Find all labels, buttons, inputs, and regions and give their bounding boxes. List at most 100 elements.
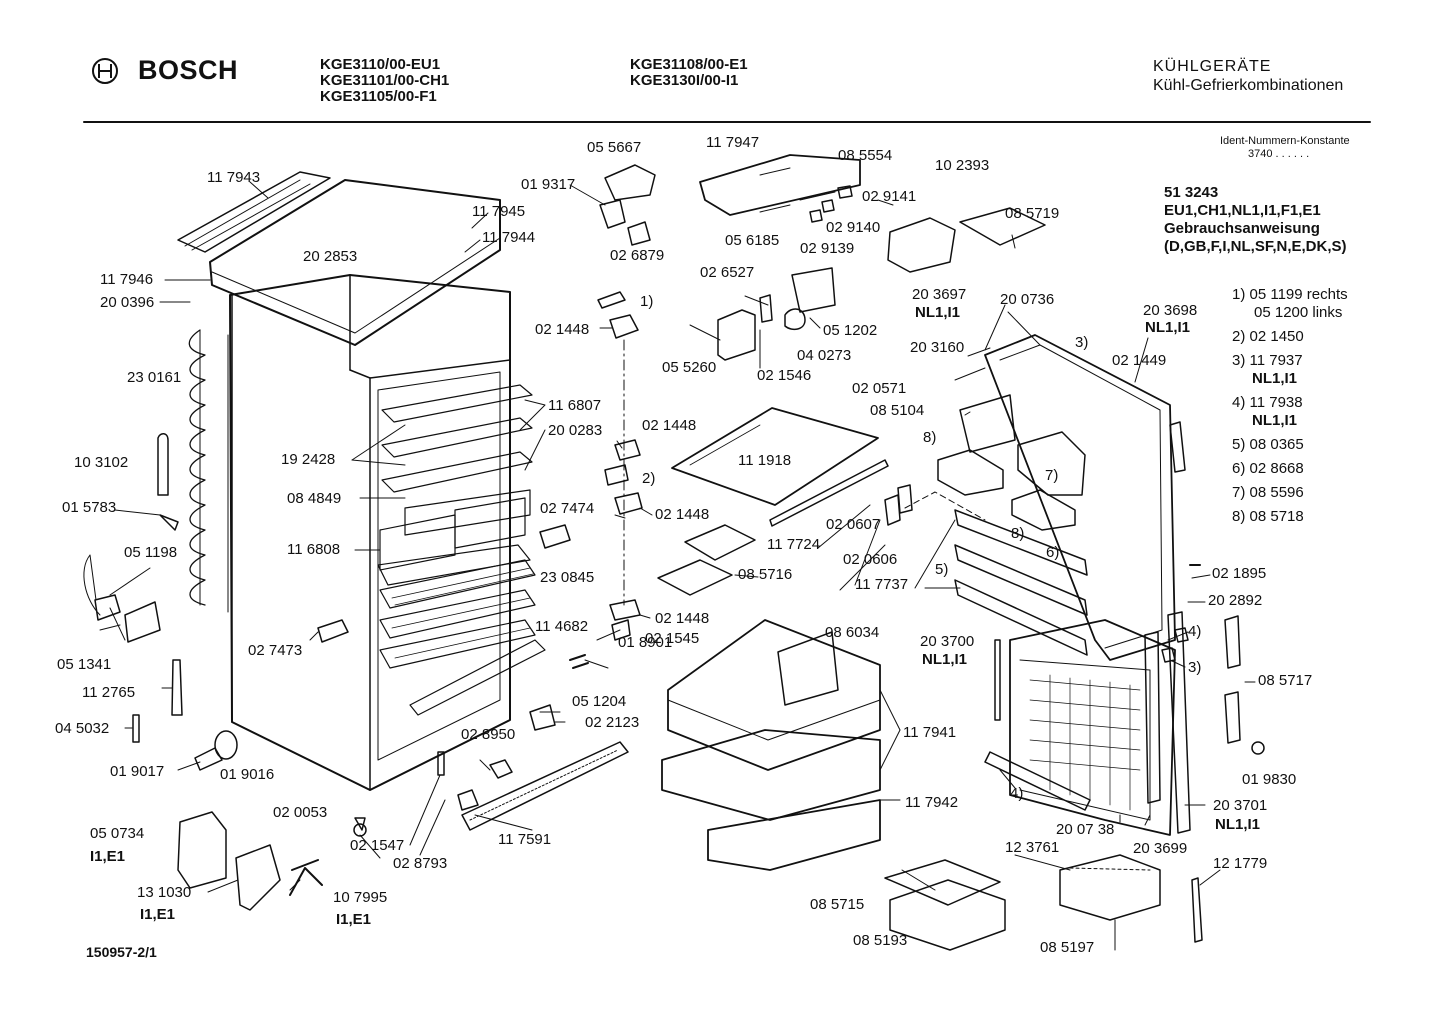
brand-name: BOSCH	[138, 55, 239, 85]
part-label: I1,E1	[336, 911, 372, 928]
part-label: 11 7737	[855, 576, 909, 593]
part-label: 11 7943	[207, 169, 261, 186]
part-label: 5)	[935, 561, 949, 578]
part-label: 02 1448	[642, 417, 697, 434]
part-label: NL1,I1	[1145, 319, 1191, 336]
part-label: 08 5719	[1005, 205, 1060, 222]
category-heading: KÜHLGERÄTE Kühl-Gefrierkombinationen	[1153, 57, 1343, 95]
small-parts	[83, 433, 367, 911]
part-label: 04 5032	[55, 720, 110, 737]
part-label: 05 6185	[725, 232, 780, 249]
footnotes: 1) 05 1199 rechts 05 1200 links 2) 02 14…	[1232, 286, 1348, 526]
part-label: 11 7724	[767, 536, 821, 553]
model-number: KGE3130I/00-I1	[630, 72, 739, 89]
part-label: 23 0845	[540, 569, 595, 586]
part-label: 6)	[1046, 544, 1060, 561]
part-label: 02 1448	[655, 610, 710, 627]
part-label: 20 3699	[1133, 840, 1188, 857]
part-label: 11 7944	[482, 229, 536, 246]
part-label: I1,E1	[140, 906, 176, 923]
footnote: 2) 02 1450	[1232, 328, 1304, 345]
part-label: 08 4849	[287, 490, 342, 507]
footnote: 8) 08 5718	[1232, 508, 1304, 525]
part-label: 11 7591	[498, 831, 552, 848]
part-label: 01 9017	[110, 763, 165, 780]
part-label: 20 07 38	[1056, 821, 1115, 838]
part-label: 05 1204	[572, 693, 627, 710]
part-label: 10 3102	[74, 454, 129, 471]
part-label: 02 0053	[273, 804, 328, 821]
part-label: I1,E1	[90, 848, 126, 865]
footnote: 05 1200 links	[1254, 304, 1343, 321]
part-label: 11 7941	[903, 724, 957, 741]
manual-reference: 51 3243 EU1,CH1,NL1,I1,F1,E1 Gebrauchsan…	[1164, 184, 1347, 256]
part-label: 02 1546	[757, 367, 812, 384]
category-title: KÜHLGERÄTE	[1153, 58, 1272, 75]
part-label: 1)	[640, 293, 654, 310]
manual-line: (D,GB,F,I,NL,SF,N,E,DK,S)	[1164, 238, 1347, 255]
fridge-cabinet	[177, 171, 511, 791]
part-label: 02 8950	[461, 726, 516, 743]
cabinet-shelves	[377, 384, 546, 716]
part-label: 02 2123	[585, 714, 640, 731]
part-label: 12 1779	[1213, 855, 1268, 872]
part-label: 01 8901	[618, 634, 673, 651]
footnote: 4) 11 7938	[1232, 394, 1303, 411]
ident-value: 3740 . . . . . .	[1248, 148, 1310, 160]
part-label: 23 0161	[127, 369, 182, 386]
part-label: 20 3698	[1143, 302, 1198, 319]
part-label: 02 1547	[350, 837, 405, 854]
part-label: 11 1918	[738, 452, 792, 469]
part-label: 20 3697	[912, 286, 967, 303]
part-label: 4)	[1010, 785, 1024, 802]
part-label: 11 4682	[535, 618, 589, 635]
part-label: 01 9317	[521, 176, 576, 193]
part-label: 08 5554	[838, 147, 893, 164]
part-label: 02 9139	[800, 240, 855, 257]
part-label: 8)	[1011, 525, 1025, 542]
model-number: KGE31101/00-CH1	[320, 72, 450, 89]
part-label: 20 3160	[910, 339, 965, 356]
part-label: 08 6034	[825, 624, 880, 641]
part-label: 01 9016	[220, 766, 275, 783]
part-label: 02 1545	[645, 630, 700, 647]
part-label: NL1,I1	[922, 651, 968, 668]
part-label: 02 9140	[826, 219, 881, 236]
part-label: 05 5667	[587, 139, 642, 156]
part-label: 02 0607	[826, 516, 881, 533]
model-number: KGE31105/00-F1	[320, 88, 437, 105]
part-label: 08 5104	[870, 402, 925, 419]
part-label: 02 1448	[535, 321, 590, 338]
footnote: NL1,I1	[1252, 412, 1298, 429]
part-label: 3)	[1188, 659, 1202, 676]
manual-line: Gebrauchsanweisung	[1164, 220, 1320, 237]
part-label: 13 1030	[137, 884, 192, 901]
manual-line: EU1,CH1,NL1,I1,F1,E1	[1164, 202, 1321, 219]
leader-lines	[99, 181, 1256, 951]
part-label: NL1,I1	[915, 304, 961, 321]
part-label: 7)	[1045, 467, 1059, 484]
part-label: 11 7942	[905, 794, 959, 811]
part-label: 01 9830	[1242, 771, 1297, 788]
crisper-drawers	[461, 619, 881, 871]
part-label: 02 0571	[852, 380, 907, 397]
part-label: 02 7474	[540, 500, 595, 517]
part-label: 3)	[1075, 334, 1089, 351]
part-label: 02 0606	[843, 551, 898, 568]
part-label: 11 7947	[706, 134, 760, 151]
part-label: 02 1449	[1112, 352, 1167, 369]
model-list-1: KGE3110/00-EU1 KGE31101/00-CH1 KGE31105/…	[320, 57, 449, 105]
part-label: 11 6807	[548, 397, 602, 414]
part-label: 02 8793	[393, 855, 448, 872]
footnote: 5) 08 0365	[1232, 436, 1304, 453]
part-label: 05 1202	[823, 322, 878, 339]
part-label: 08 5715	[810, 896, 865, 913]
footnote: 3) 11 7937	[1232, 352, 1303, 369]
model-number: KGE31108/00-E1	[630, 56, 748, 73]
part-label: 01 5783	[62, 499, 117, 516]
part-label: 11 6808	[287, 541, 341, 558]
part-label: NL1,I1	[1215, 816, 1261, 833]
part-label: 20 3700	[920, 633, 975, 650]
part-label: 19 2428	[281, 451, 336, 468]
